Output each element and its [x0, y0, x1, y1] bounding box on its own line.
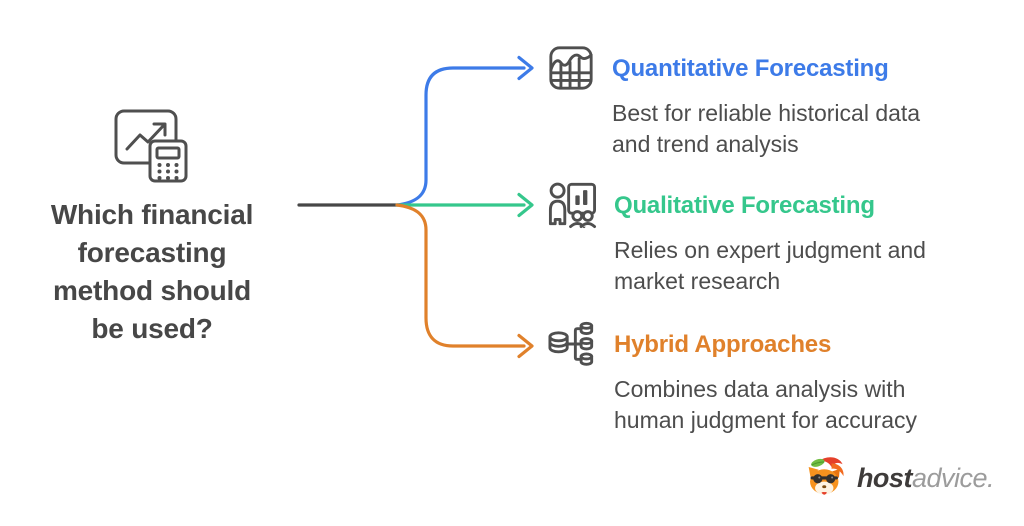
arrowhead-quantitative: [517, 55, 534, 81]
branch-title: Hybrid Approaches: [614, 331, 832, 358]
branch-qualitative: Qualitative Forecasting Relies on expert…: [547, 181, 1024, 297]
arrowhead-hybrid: [517, 333, 534, 359]
arrowhead-qualitative: [517, 192, 534, 218]
description-line: market research: [614, 268, 781, 294]
branch-line-quantitative: [395, 66, 526, 207]
logo-text-advice: advice.: [911, 462, 995, 493]
question-text: Which financial forecasting method shoul…: [28, 196, 276, 348]
question-line: forecasting: [77, 237, 227, 268]
description-line: Best for reliable historical data: [612, 100, 921, 126]
chart-calculator-icon: [114, 109, 188, 183]
question-block: Which financial forecasting method shoul…: [28, 104, 276, 348]
branch-description: Relies on expert judgment and market res…: [614, 235, 1024, 297]
description-line: Combines data analysis with: [614, 376, 906, 402]
branch-quantitative: Quantitative Forecasting Best for reliab…: [547, 44, 1024, 160]
description-line: human judgment for accuracy: [614, 407, 917, 433]
question-line: method should: [52, 275, 252, 306]
question-line: Which financial: [50, 199, 254, 230]
description-line: Relies on expert judgment and: [614, 237, 926, 263]
branch-description: Best for reliable historical data and tr…: [612, 98, 1024, 160]
database-branch-icon: [548, 321, 594, 366]
branch-title: Qualitative Forecasting: [614, 192, 875, 219]
logo-text-host: host: [856, 462, 913, 493]
fox-mascot-icon: [808, 457, 844, 495]
presenter-audience-icon: [548, 182, 596, 229]
hostadvice-logo[interactable]: hostadvice.: [804, 456, 995, 500]
branch-title: Quantitative Forecasting: [612, 55, 889, 82]
branch-hybrid: Hybrid Approaches Combines data analysis…: [547, 320, 1024, 436]
logo-wordmark: hostadvice.: [856, 462, 995, 494]
branch-line-hybrid: [395, 203, 526, 348]
question-line: be used?: [91, 313, 213, 344]
description-line: and trend analysis: [612, 131, 799, 157]
branch-description: Combines data analysis with human judgme…: [614, 374, 1024, 436]
table-trend-chart-icon: [549, 46, 593, 90]
